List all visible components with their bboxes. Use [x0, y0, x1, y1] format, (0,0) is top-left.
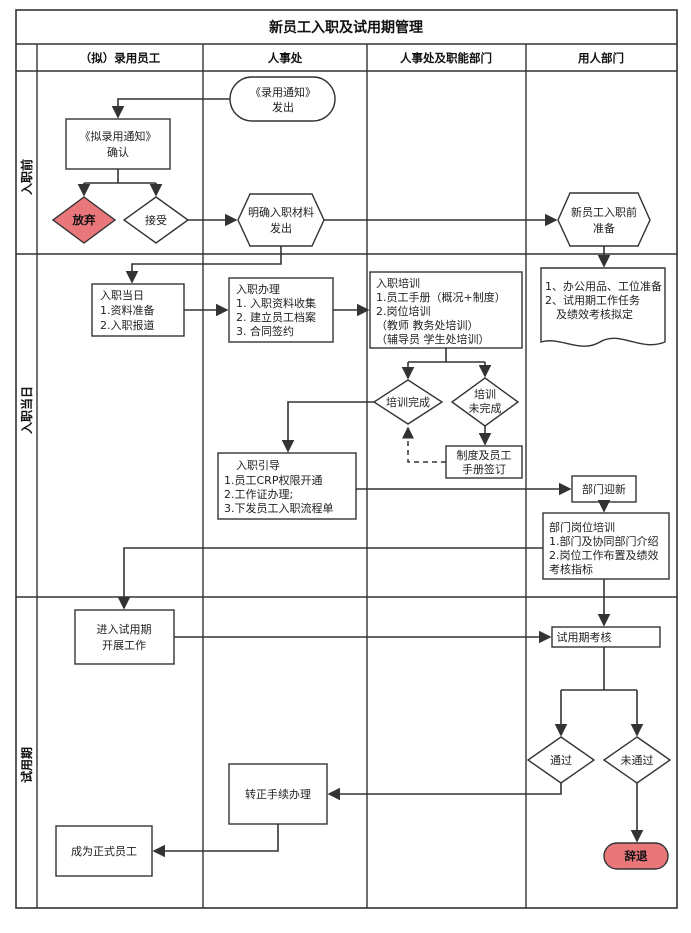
- node-pre-entry-prep: [557, 192, 651, 247]
- node-start-probation-line1: 进入试用期: [97, 623, 152, 636]
- edge-regularize-to-formal: [152, 824, 279, 858]
- node-regularize-label: 转正手续办理: [245, 787, 311, 801]
- node-handbook-sign-line2: 手册签订: [462, 462, 506, 476]
- node-resign-label: 辞退: [625, 849, 648, 863]
- node-entry-handling: [228, 277, 334, 343]
- node-formal-employee-label: 成为正式员工: [71, 845, 137, 858]
- node-confirm-offer-line1: 《拟录用通知》: [80, 129, 157, 143]
- node-start-probation-line2: 开展工作: [102, 639, 146, 652]
- node-resign: [603, 842, 669, 870]
- node-dept-training-line4: 考核指标: [549, 562, 593, 576]
- node-entry-day-line3: 2.入职报道: [100, 318, 155, 332]
- node-dept-prep: [540, 267, 666, 347]
- node-dept-training: [542, 512, 670, 580]
- node-entry-training-line4: （教师 教务处培训）: [376, 318, 479, 332]
- node-pre-entry-prep-line1: 新员工入职前: [571, 205, 637, 219]
- node-regularize: [228, 763, 328, 825]
- edge-pass-to-regularize: [327, 783, 562, 801]
- node-pass-label: 通过: [550, 754, 572, 767]
- node-offer-notice: [229, 76, 336, 122]
- node-entry-day-line2: 1.资料准备: [100, 303, 155, 317]
- node-training-done-label: 培训完成: [386, 395, 430, 409]
- node-entry-handling-line4: 3. 合同签约: [236, 324, 294, 338]
- node-training-done: [372, 379, 444, 425]
- node-dept-prep-line3: 及绩效考核拟定: [556, 307, 633, 321]
- node-send-materials-line1: 明确入职材料: [248, 205, 314, 219]
- node-entry-guide-line4: 3.下发员工入职流程单: [224, 501, 334, 515]
- edge-training-split: [408, 348, 485, 363]
- node-confirm-offer-line2: 确认: [107, 146, 129, 159]
- node-give-up: [51, 196, 117, 244]
- node-accept-label: 接受: [145, 214, 167, 227]
- lane-header-hr-functional: 人事处及职能部门: [400, 51, 492, 65]
- edge-dept-training-to-probation: [117, 547, 543, 610]
- stage-label-probation: 试用期: [19, 747, 34, 783]
- node-dept-training-line3: 2.岗位工作布置及绩效: [549, 548, 659, 562]
- node-give-up-label: 放弃: [72, 213, 96, 227]
- node-offer-notice-line2: 发出: [272, 100, 294, 114]
- node-confirm-offer: [65, 118, 171, 170]
- node-entry-handling-line1: 入职办理: [236, 283, 280, 296]
- edge-offer-to-confirm: [111, 98, 230, 119]
- node-entry-training: [369, 271, 523, 349]
- lane-header-hr: 人事处: [268, 51, 303, 65]
- node-entry-guide-line1: 入职引导: [236, 458, 280, 472]
- stage-label-pre-entry: 入职前: [19, 159, 34, 195]
- node-entry-handling-line2: 1. 入职资料收集: [236, 296, 316, 310]
- node-entry-training-line5: （辅导员 学生处培训）: [376, 332, 490, 346]
- edge-sign-back-to-done: [402, 426, 446, 463]
- node-start-probation: [74, 609, 175, 665]
- node-dept-welcome-label: 部门迎新: [582, 482, 626, 496]
- node-send-materials-line2: 发出: [270, 221, 292, 235]
- node-entry-guide-line3: 2.工作证办理;: [224, 488, 293, 501]
- node-fail-label: 未通过: [621, 754, 654, 767]
- node-pre-entry-prep-line2: 准备: [593, 221, 615, 235]
- diagram-title: 新员工入职及试用期管理: [269, 19, 423, 36]
- stage-label-entry-day: 入职当日: [19, 386, 34, 434]
- node-entry-guide: [217, 452, 357, 520]
- node-training-not-done-line2: 未完成: [469, 401, 502, 415]
- node-dept-training-line2: 1.部门及协同部门介绍: [549, 534, 659, 548]
- connectors: [77, 98, 644, 858]
- lane-header-employing-dept: 用人部门: [577, 51, 624, 65]
- node-dept-training-line1: 部门岗位培训: [549, 520, 615, 534]
- node-entry-training-line1: 入职培训: [376, 276, 420, 290]
- edge-review-split: [561, 647, 637, 691]
- edge-done-to-guide: [281, 401, 374, 453]
- edge-send-to-entry-day: [125, 246, 282, 284]
- node-entry-guide-line2: 1.员工CRP权限开通: [224, 474, 322, 487]
- node-probation-review-label: 试用期考核: [557, 630, 612, 644]
- node-send-materials: [237, 193, 325, 247]
- node-entry-training-line2: 1.员工手册（概况+制度）: [376, 290, 506, 304]
- node-offer-notice-line1: 《录用通知》: [250, 85, 316, 99]
- node-entry-day-line1: 入职当日: [100, 288, 144, 302]
- node-accept: [122, 196, 190, 244]
- node-probation-review: [551, 626, 661, 648]
- node-handbook-sign-line1: 制度及员工: [457, 448, 512, 462]
- edge-confirm-split: [84, 169, 156, 184]
- node-entry-handling-line3: 2. 建立员工档案: [236, 310, 316, 324]
- node-training-not-done-line1: 培训: [474, 387, 496, 401]
- node-dept-prep-line2: 2、试用期工作任务: [545, 294, 640, 307]
- node-formal-employee: [55, 825, 153, 877]
- node-dept-welcome: [571, 475, 637, 503]
- lane-header-candidate: （拟）录用员工: [80, 51, 161, 65]
- node-entry-training-line3: 2.岗位培训: [376, 304, 431, 318]
- node-dept-prep-line1: 1、办公用品、工位准备: [545, 279, 662, 293]
